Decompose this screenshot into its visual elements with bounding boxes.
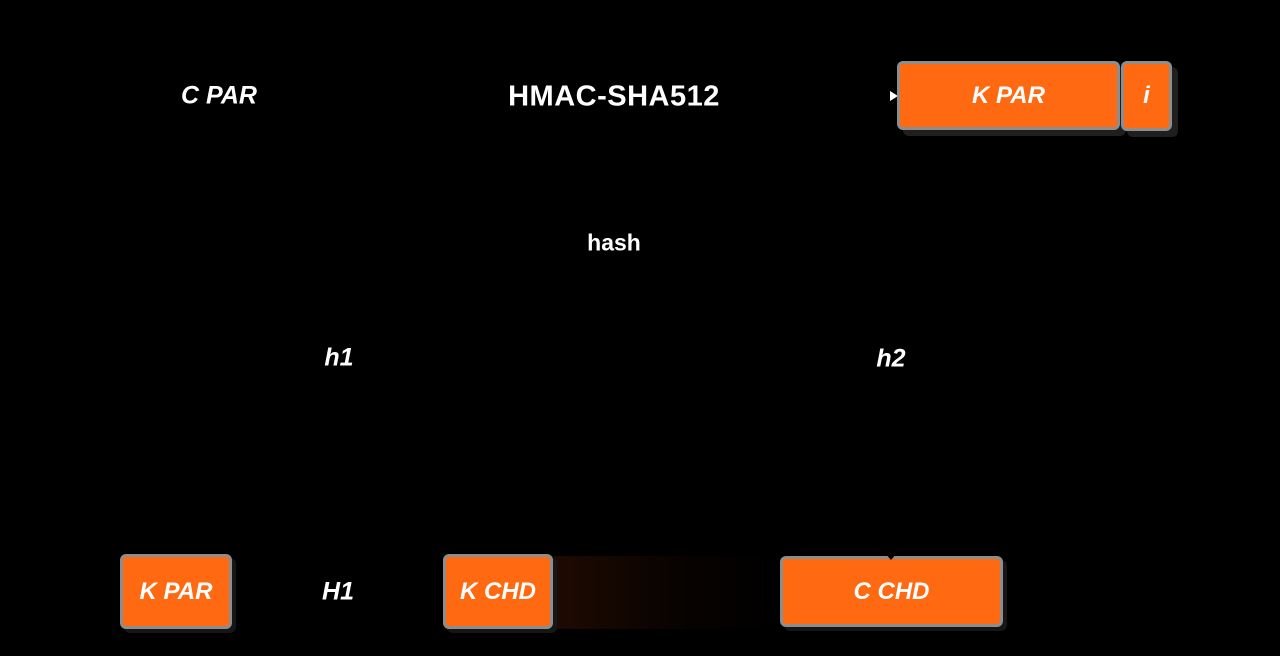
label-h1: h1 [324,343,354,372]
node-c-chd: C CHD [780,556,1003,627]
label-h2: h2 [876,344,906,373]
node-k-par-top: K PAR [897,61,1120,130]
arrow-tip-notch [885,553,897,560]
node-k-par-bottom: K PAR [120,554,232,629]
label-c-par: C PAR [181,81,257,110]
diagram-title: HMAC-SHA512 [508,80,720,113]
connector-arrowhead-icon [890,91,898,101]
label-H1: H1 [322,577,354,606]
label-hash: hash [587,229,641,256]
node-index-i: i [1121,61,1172,131]
node-k-chd: K CHD [443,554,553,629]
faded-connector-strip [553,556,780,629]
